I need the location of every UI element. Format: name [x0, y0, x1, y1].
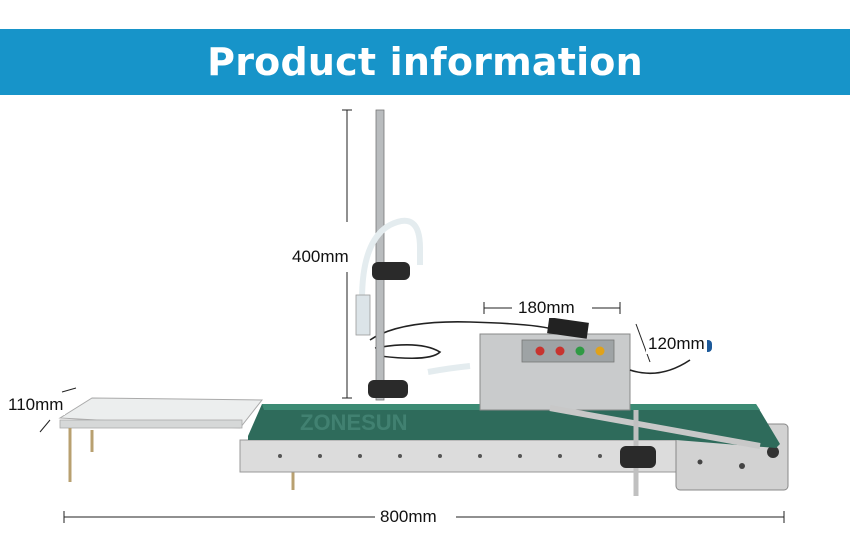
tray-width-label: 110mm — [6, 395, 66, 415]
cables — [369, 321, 691, 375]
nozzle-stand — [355, 109, 471, 401]
button-red-2 — [555, 346, 565, 356]
box-depth-label: 120mm — [646, 334, 707, 354]
height-label: 400mm — [290, 247, 351, 267]
pump-box — [479, 317, 631, 411]
button-red-1 — [535, 346, 545, 356]
header-banner: Product information — [0, 29, 850, 95]
watermark: ZONESUN — [300, 410, 408, 435]
box-width-label: 180mm — [516, 298, 577, 318]
dimension-lines — [39, 109, 785, 523]
button-yellow — [595, 346, 605, 356]
page-title: Product information — [207, 40, 643, 84]
conveyor-belt: ZONESUN — [248, 404, 780, 448]
guide-rail — [549, 405, 761, 496]
length-label: 800mm — [378, 507, 439, 527]
button-green — [575, 346, 585, 356]
